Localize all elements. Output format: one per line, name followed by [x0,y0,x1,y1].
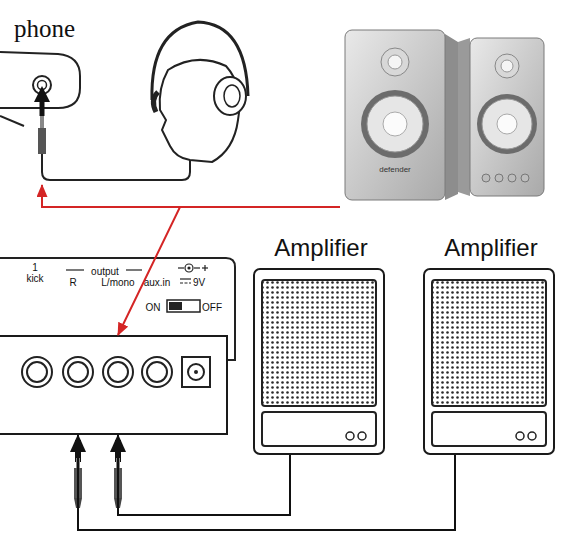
jack-hole [147,362,167,382]
speaker-grille [262,280,376,406]
speaker-side [458,38,470,196]
amplifier-label: Amplifier [405,235,570,261]
drum-module-panel: 1 kickoutputRL/monoaux.in9VONOFF [0,335,228,435]
control-panel [432,412,546,446]
jack-socket [142,357,172,387]
dc-symbol [180,278,191,279]
brand-logo: defender [368,166,422,175]
switch-knob [169,302,182,310]
phone-edge [0,116,24,126]
audio-cable [118,435,290,515]
module-front-fill [0,335,228,435]
jack-socket [22,357,52,387]
switch-label: ON [141,302,165,313]
earcup-right [214,77,246,115]
jack-socket [63,357,93,387]
amp-knob [358,432,366,440]
plug-arrow-shaft [40,100,45,116]
jack-label: L/mono [97,277,139,288]
dc-symbol [178,267,184,268]
dc-socket-hole [188,364,204,380]
speaker-button [495,174,503,182]
plug-sleeve [74,468,82,498]
drum-module [0,258,235,435]
amplifier-drawing [253,268,385,455]
woofer-dome [383,112,407,136]
output-dash [66,269,84,270]
speaker-side [445,34,458,200]
group-label: output [85,266,125,277]
signal-arrow [118,207,340,335]
amp-knob [516,432,524,440]
phone-outline [0,52,80,108]
tweeter [381,48,409,76]
dc-symbol [204,265,205,271]
dc-socket [182,357,210,387]
plug-sleeve [114,468,122,498]
jack-label: aux.in [137,277,177,288]
jack-hole [108,362,128,382]
tweeter-dome [388,55,402,69]
audio-cable [78,435,455,530]
phone-device: phone [0,55,95,185]
dc-symbol [194,267,200,268]
output-plugs [74,440,122,508]
woofer-cone [482,99,532,149]
woofer-dome [497,114,517,134]
headphones [152,22,248,162]
plug-sleeve [38,128,46,154]
earcup-left [153,92,158,112]
amp-knob [346,432,354,440]
amplifier-label: Amplifier [235,235,407,261]
amp-knob [528,432,536,440]
woofer-cone [367,96,423,152]
speakers-photo [345,30,544,200]
control-panel [262,412,376,446]
dc-symbol [187,266,190,269]
output-dash [126,269,142,270]
speaker-front [345,30,445,200]
speaker-button [521,174,529,182]
jack-label: 1 kick [24,262,46,284]
jack-hole [68,362,88,382]
signal-arrow [42,185,340,207]
dc-symbol [185,264,193,272]
woofer-ring [361,90,429,158]
plug-strain-relief [114,498,122,508]
plug-strain-relief [74,498,82,508]
switch-label: OFF [202,302,228,313]
amp-fill [423,268,555,455]
plug-tip [76,458,80,468]
amplifier-box: Amplifier [253,268,385,455]
dc-symbol [180,282,191,283]
earcup-inner [224,85,240,107]
amp-fill [253,268,385,455]
phone-body [0,52,80,126]
speaker-front [470,38,544,196]
tweeter [495,54,519,78]
plug-tip [116,458,120,468]
dc-socket-pin [194,370,198,374]
jack-hole [27,362,47,382]
amplifier-box: Amplifier [423,268,555,455]
power-switch [167,300,200,312]
plug-tip [40,116,44,128]
jack-label: R [65,277,81,288]
tweeter-dome [501,60,513,72]
woofer-ring [477,94,537,154]
speaker-grille [432,280,546,406]
speaker-pair: defender [340,20,545,210]
amplifier-drawing [423,268,555,455]
headphone-cable [42,154,190,180]
speaker-button [508,174,516,182]
device-label: phone [14,15,94,43]
speaker-button [482,174,490,182]
jack-socket [103,357,133,387]
power-label: 9V [193,277,215,288]
plug-arrow-head [34,86,50,102]
